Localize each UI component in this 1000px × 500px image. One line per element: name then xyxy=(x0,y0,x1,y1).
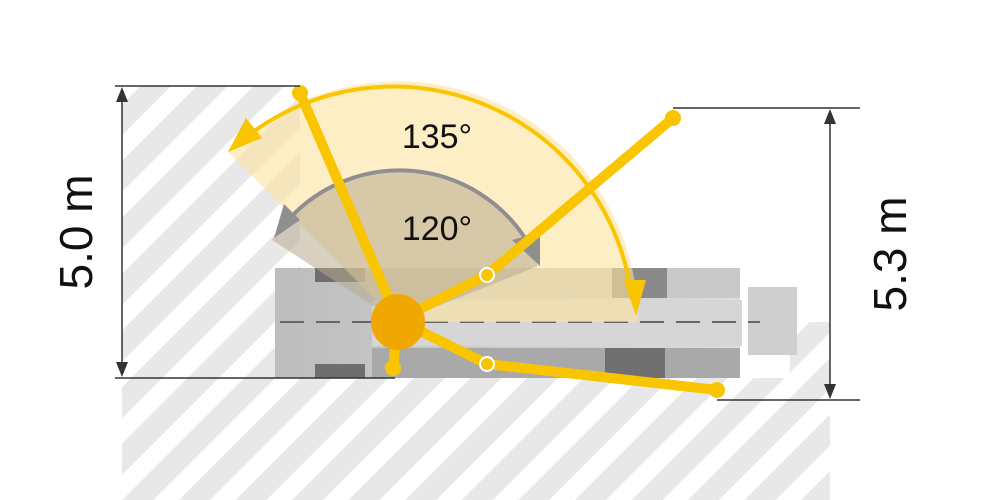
hinge-joint-lower xyxy=(479,356,495,372)
left-height-label: 5.0 m xyxy=(50,174,102,289)
angle-135-label: 135° xyxy=(402,118,472,156)
hinge-joint-upper xyxy=(479,267,495,283)
arrowhead-135-left xyxy=(228,118,262,152)
arc-135 xyxy=(243,84,634,301)
right-height-label: 5.3 m xyxy=(864,196,916,311)
arc-120 xyxy=(288,168,527,240)
arm-end-joints xyxy=(292,85,725,398)
dimension-arrowheads xyxy=(116,87,836,399)
pivot-turret xyxy=(371,294,425,350)
ground-zone xyxy=(122,378,830,500)
arrowhead-120-left xyxy=(274,204,300,238)
arrowhead-135-right xyxy=(624,280,646,316)
dimension-lines xyxy=(115,85,860,401)
angle-120-label: 120° xyxy=(402,210,472,248)
